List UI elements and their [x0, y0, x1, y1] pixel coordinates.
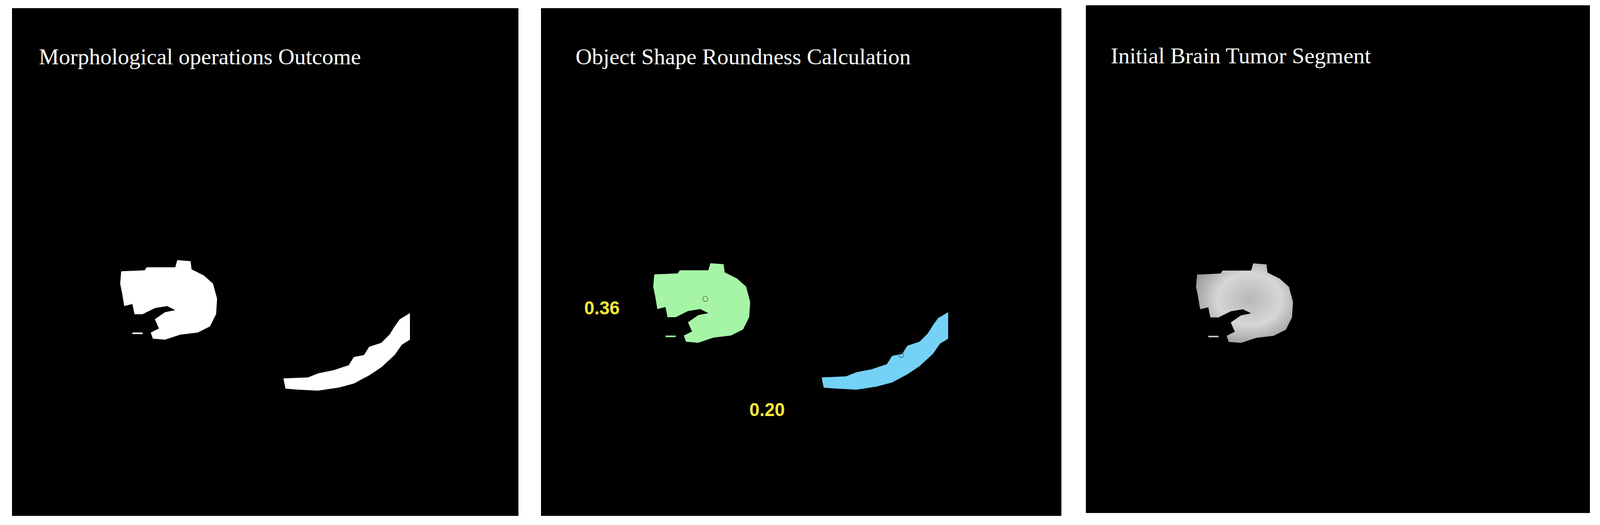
- roundness-value: 0.36: [584, 298, 620, 319]
- image-panel: Initial Brain Tumor Segment: [1085, 5, 1590, 514]
- panel-title: Object Shape Roundness Calculation: [575, 43, 911, 70]
- image-panel: Morphological operations Outcome: [12, 8, 519, 517]
- tumor-segment: [1196, 263, 1294, 344]
- binary-mask: [120, 260, 410, 391]
- image-panel: Object Shape Roundness Calculation: [541, 8, 1062, 517]
- roundness-value: 0.20: [749, 399, 785, 421]
- panel-title: Initial Brain Tumor Segment: [1110, 42, 1372, 69]
- labelled-objects: [653, 263, 949, 390]
- panel-title: Morphological operations Outcome: [38, 43, 361, 70]
